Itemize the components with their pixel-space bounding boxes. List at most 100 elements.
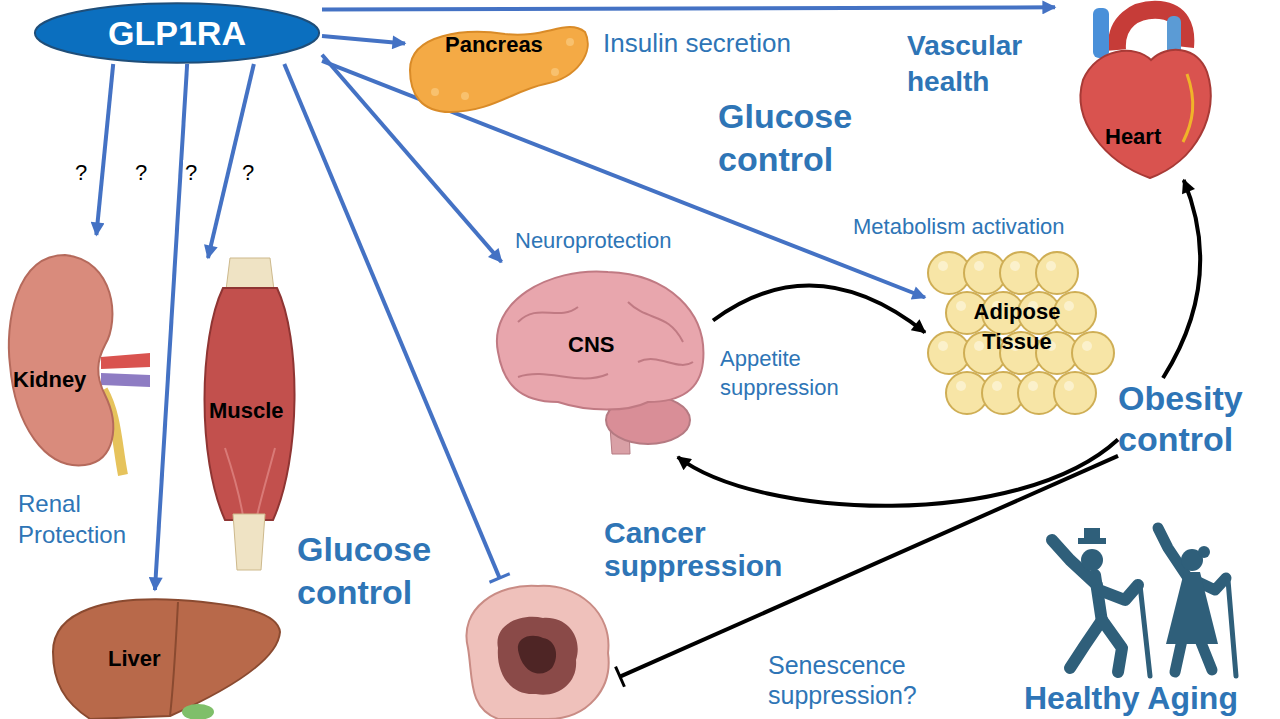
- kidney-organ: Kidney: [5, 235, 150, 475]
- illustration-part: [956, 301, 966, 311]
- arrow-connector: [322, 7, 1055, 9]
- annotation-label: Senescence suppression?: [768, 650, 943, 710]
- figure-leg: [1102, 620, 1122, 672]
- liver-organ: Liver: [48, 590, 283, 719]
- figure-dress: [1166, 572, 1218, 644]
- illustration-part: [1072, 332, 1114, 374]
- illustration-part: [938, 261, 948, 271]
- illustration-part: [974, 261, 984, 271]
- illustration-part: [9, 255, 113, 465]
- glp1ra-ellipse: GLP1RA: [32, 2, 322, 64]
- hair-bun: [1198, 546, 1210, 558]
- illustration-part: [466, 586, 608, 719]
- node-text: Heart: [1105, 124, 1161, 150]
- figure-leg: [1175, 640, 1182, 672]
- figure-hat: [1084, 528, 1100, 540]
- illustration-part: [938, 341, 948, 351]
- node-text: Muscle: [209, 398, 284, 424]
- annotation-label: Glucose control: [718, 95, 868, 180]
- illustration-part: [1082, 341, 1092, 351]
- annotation-label: Healthy Aging: [1024, 680, 1238, 717]
- figure-leg: [1070, 620, 1102, 668]
- arrow-connector: [322, 36, 405, 43]
- illustration-part: [566, 38, 574, 46]
- figure-arm: [1158, 528, 1188, 578]
- pancreas-organ-shape: [405, 12, 590, 117]
- illustration-part: [1046, 261, 1056, 271]
- illustration-part: [1093, 8, 1109, 58]
- liver-organ-shape: [48, 590, 283, 719]
- annotation-label: Vascular health: [907, 28, 1042, 101]
- annotation-label: Glucose control: [297, 528, 447, 613]
- dancing-woman: [1158, 528, 1236, 676]
- node-text: Liver: [108, 646, 161, 672]
- illustration-part: [410, 27, 588, 112]
- illustration-part: [992, 381, 1002, 391]
- edge-label: ?: [183, 160, 199, 186]
- brain-organ-shape: [478, 262, 713, 457]
- edge-label: ?: [133, 160, 149, 186]
- tumor-tissue: Cancer suppression: [448, 578, 620, 719]
- tumor-tissue-shape: [448, 578, 620, 719]
- pancreas-organ: Pancreas: [405, 12, 590, 117]
- edge-label: ?: [240, 160, 256, 186]
- illustration-part: [518, 302, 693, 379]
- annotation-label: Insulin secretion: [603, 28, 791, 59]
- arrow-connector: [713, 286, 925, 333]
- arrow-connector: [155, 64, 187, 590]
- illustration-part: [551, 68, 559, 76]
- illustration-part: [101, 373, 150, 387]
- edge-label: ?: [73, 160, 89, 186]
- inhibition-line: [284, 64, 499, 578]
- obesity-control-node: Obesity control: [1118, 378, 1268, 460]
- illustration-part: [1183, 74, 1193, 142]
- illustration-part: [1081, 50, 1211, 178]
- illustration-part: [461, 92, 469, 100]
- brain-organ: CNS: [478, 262, 713, 457]
- figure-arm: [1099, 585, 1138, 600]
- illustration-part: [225, 448, 275, 516]
- illustration-part: [431, 88, 439, 96]
- figure-head: [1081, 549, 1103, 571]
- node-text: CNS: [568, 332, 614, 358]
- arrow-connector: [322, 61, 925, 298]
- illustration-part: [233, 514, 265, 570]
- annotation-label: Renal Protection: [18, 488, 148, 550]
- walking-cane: [1140, 585, 1150, 676]
- adipose-tissue: Adipose Tissue: [925, 245, 1110, 420]
- node-text: Cancer suppression: [604, 516, 804, 582]
- annotation-label: Appetite suppression: [720, 345, 870, 402]
- kidney-organ-shape: [5, 235, 150, 475]
- illustration-part: [182, 704, 214, 719]
- arrow-connector: [96, 64, 113, 235]
- walking-cane: [1228, 580, 1236, 676]
- illustration-part: [1064, 301, 1074, 311]
- dancing-man: [1052, 540, 1150, 676]
- illustration-part: [497, 617, 577, 695]
- node-text: Kidney: [13, 367, 86, 393]
- illustration-part: [956, 381, 966, 391]
- illustration-part: [1054, 372, 1096, 414]
- illustration-part: [1028, 381, 1038, 391]
- annotation-label: Metabolism activation: [853, 214, 1065, 240]
- node-text: GLP1RA: [32, 14, 322, 53]
- arrow-connector: [678, 440, 1118, 506]
- node-text: Adipose Tissue: [957, 297, 1077, 356]
- illustration-part: [205, 288, 295, 520]
- heart-organ-shape: [1055, 2, 1220, 180]
- node-text: Obesity control: [1118, 378, 1268, 460]
- illustration-part: [101, 353, 150, 369]
- arrow-connector: [1163, 180, 1200, 378]
- illustration-part: [53, 599, 280, 719]
- illustration-part: [1064, 381, 1074, 391]
- node-text: Pancreas: [445, 32, 543, 58]
- figure-leg: [1200, 640, 1212, 670]
- heart-organ: Heart: [1055, 2, 1220, 180]
- illustration-part: [170, 602, 178, 716]
- annotation-label: Neuroprotection: [515, 228, 672, 254]
- illustration-part: [497, 272, 704, 410]
- illustration-part: [1010, 261, 1020, 271]
- illustration-part: [1036, 252, 1078, 294]
- muscle-organ: Muscle: [195, 258, 303, 570]
